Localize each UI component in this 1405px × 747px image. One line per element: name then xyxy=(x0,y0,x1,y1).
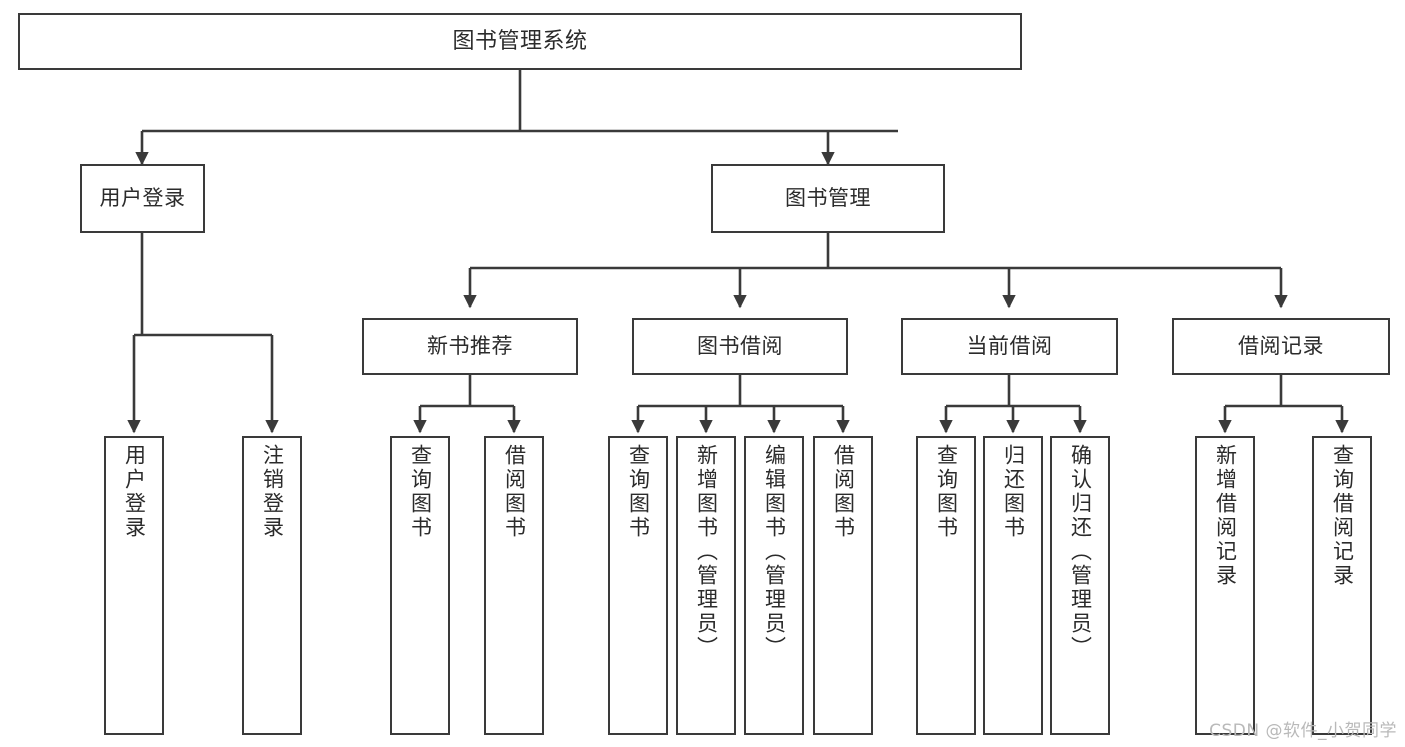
node-label: 查询图书 xyxy=(626,444,651,540)
node-borrow-record[interactable]: 借阅记录 xyxy=(1172,318,1390,375)
node-book-borrow[interactable]: 图书借阅 xyxy=(632,318,848,375)
leaf-query-book-recommend[interactable]: 查询图书 xyxy=(390,436,450,735)
leaf-query-book-current[interactable]: 查询图书 xyxy=(916,436,976,735)
node-label: 新书推荐 xyxy=(427,334,513,359)
node-root-book-management-system[interactable]: 图书管理系统 xyxy=(18,13,1022,70)
node-label: 新增图书（管理员） xyxy=(694,444,719,660)
node-label: 借阅图书 xyxy=(831,444,856,540)
leaf-add-borrow-record[interactable]: 新增借阅记录 xyxy=(1195,436,1255,735)
node-label: 确认归还（管理员） xyxy=(1068,444,1093,660)
node-current-borrow[interactable]: 当前借阅 xyxy=(901,318,1118,375)
leaf-query-borrow-record[interactable]: 查询借阅记录 xyxy=(1312,436,1372,735)
node-new-book-recommend[interactable]: 新书推荐 xyxy=(362,318,578,375)
leaf-logout[interactable]: 注销登录 xyxy=(242,436,302,735)
leaf-borrow-book-recommend[interactable]: 借阅图书 xyxy=(484,436,544,735)
leaf-borrow-book[interactable]: 借阅图书 xyxy=(813,436,873,735)
leaf-add-book[interactable]: 新增图书（管理员） xyxy=(676,436,736,735)
node-label: 用户登录 xyxy=(99,186,186,211)
node-label: 注销登录 xyxy=(260,444,285,540)
leaf-query-book-borrow[interactable]: 查询图书 xyxy=(608,436,668,735)
node-label: 图书管理系统 xyxy=(452,28,588,54)
watermark-csdn: CSDN @软件_小贺同学 xyxy=(1209,721,1397,741)
node-label: 查询借阅记录 xyxy=(1330,444,1355,588)
node-label: 查询图书 xyxy=(408,444,433,540)
node-label: 借阅记录 xyxy=(1238,334,1324,359)
node-label: 新增借阅记录 xyxy=(1213,444,1238,588)
leaf-confirm-return[interactable]: 确认归还（管理员） xyxy=(1050,436,1110,735)
node-label: 图书管理 xyxy=(785,186,871,211)
node-label: 借阅图书 xyxy=(502,444,527,540)
node-book-manage[interactable]: 图书管理 xyxy=(711,164,945,233)
node-label: 当前借阅 xyxy=(966,334,1053,359)
node-label: 用户登录 xyxy=(122,444,147,540)
leaf-return-book[interactable]: 归还图书 xyxy=(983,436,1043,735)
node-label: 编辑图书（管理员） xyxy=(762,444,787,660)
leaf-user-login[interactable]: 用户登录 xyxy=(104,436,164,735)
node-user-login[interactable]: 用户登录 xyxy=(80,164,205,233)
node-label: 查询图书 xyxy=(934,444,959,540)
node-label: 图书借阅 xyxy=(697,334,783,359)
node-label: 归还图书 xyxy=(1001,444,1026,540)
leaf-edit-book[interactable]: 编辑图书（管理员） xyxy=(744,436,804,735)
